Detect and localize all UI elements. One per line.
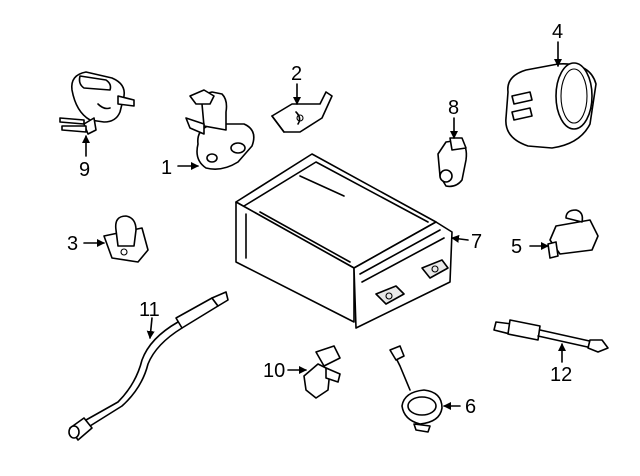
callout-4: 4 [552, 21, 563, 43]
part-3-valve [103, 215, 149, 263]
leader-lines [82, 41, 566, 410]
callout-2: 2 [291, 63, 302, 85]
part-10-valve [303, 345, 341, 399]
part-9-valve [59, 71, 135, 135]
callout-1: 1 [161, 157, 172, 179]
part-8-sensor [437, 137, 468, 188]
callout-3: 3 [67, 233, 78, 255]
callout-9: 9 [79, 159, 90, 181]
callout-10: 10 [263, 360, 285, 382]
part-12-rod [493, 319, 609, 353]
part-5-valve [547, 209, 599, 259]
callout-5: 5 [511, 236, 522, 258]
part-2-bracket [271, 91, 333, 133]
callout-11: 11 [139, 299, 160, 321]
callout-8: 8 [448, 97, 459, 119]
callout-12: 12 [550, 364, 572, 386]
part-1-valve [185, 89, 255, 170]
callout-7: 7 [471, 231, 482, 253]
callout-6: 6 [465, 396, 476, 418]
part-6-actuator [389, 345, 443, 433]
part-4-canister [505, 62, 597, 149]
part-7-charcoal-canister [235, 153, 453, 329]
part-11-sensor-cable [68, 291, 229, 441]
